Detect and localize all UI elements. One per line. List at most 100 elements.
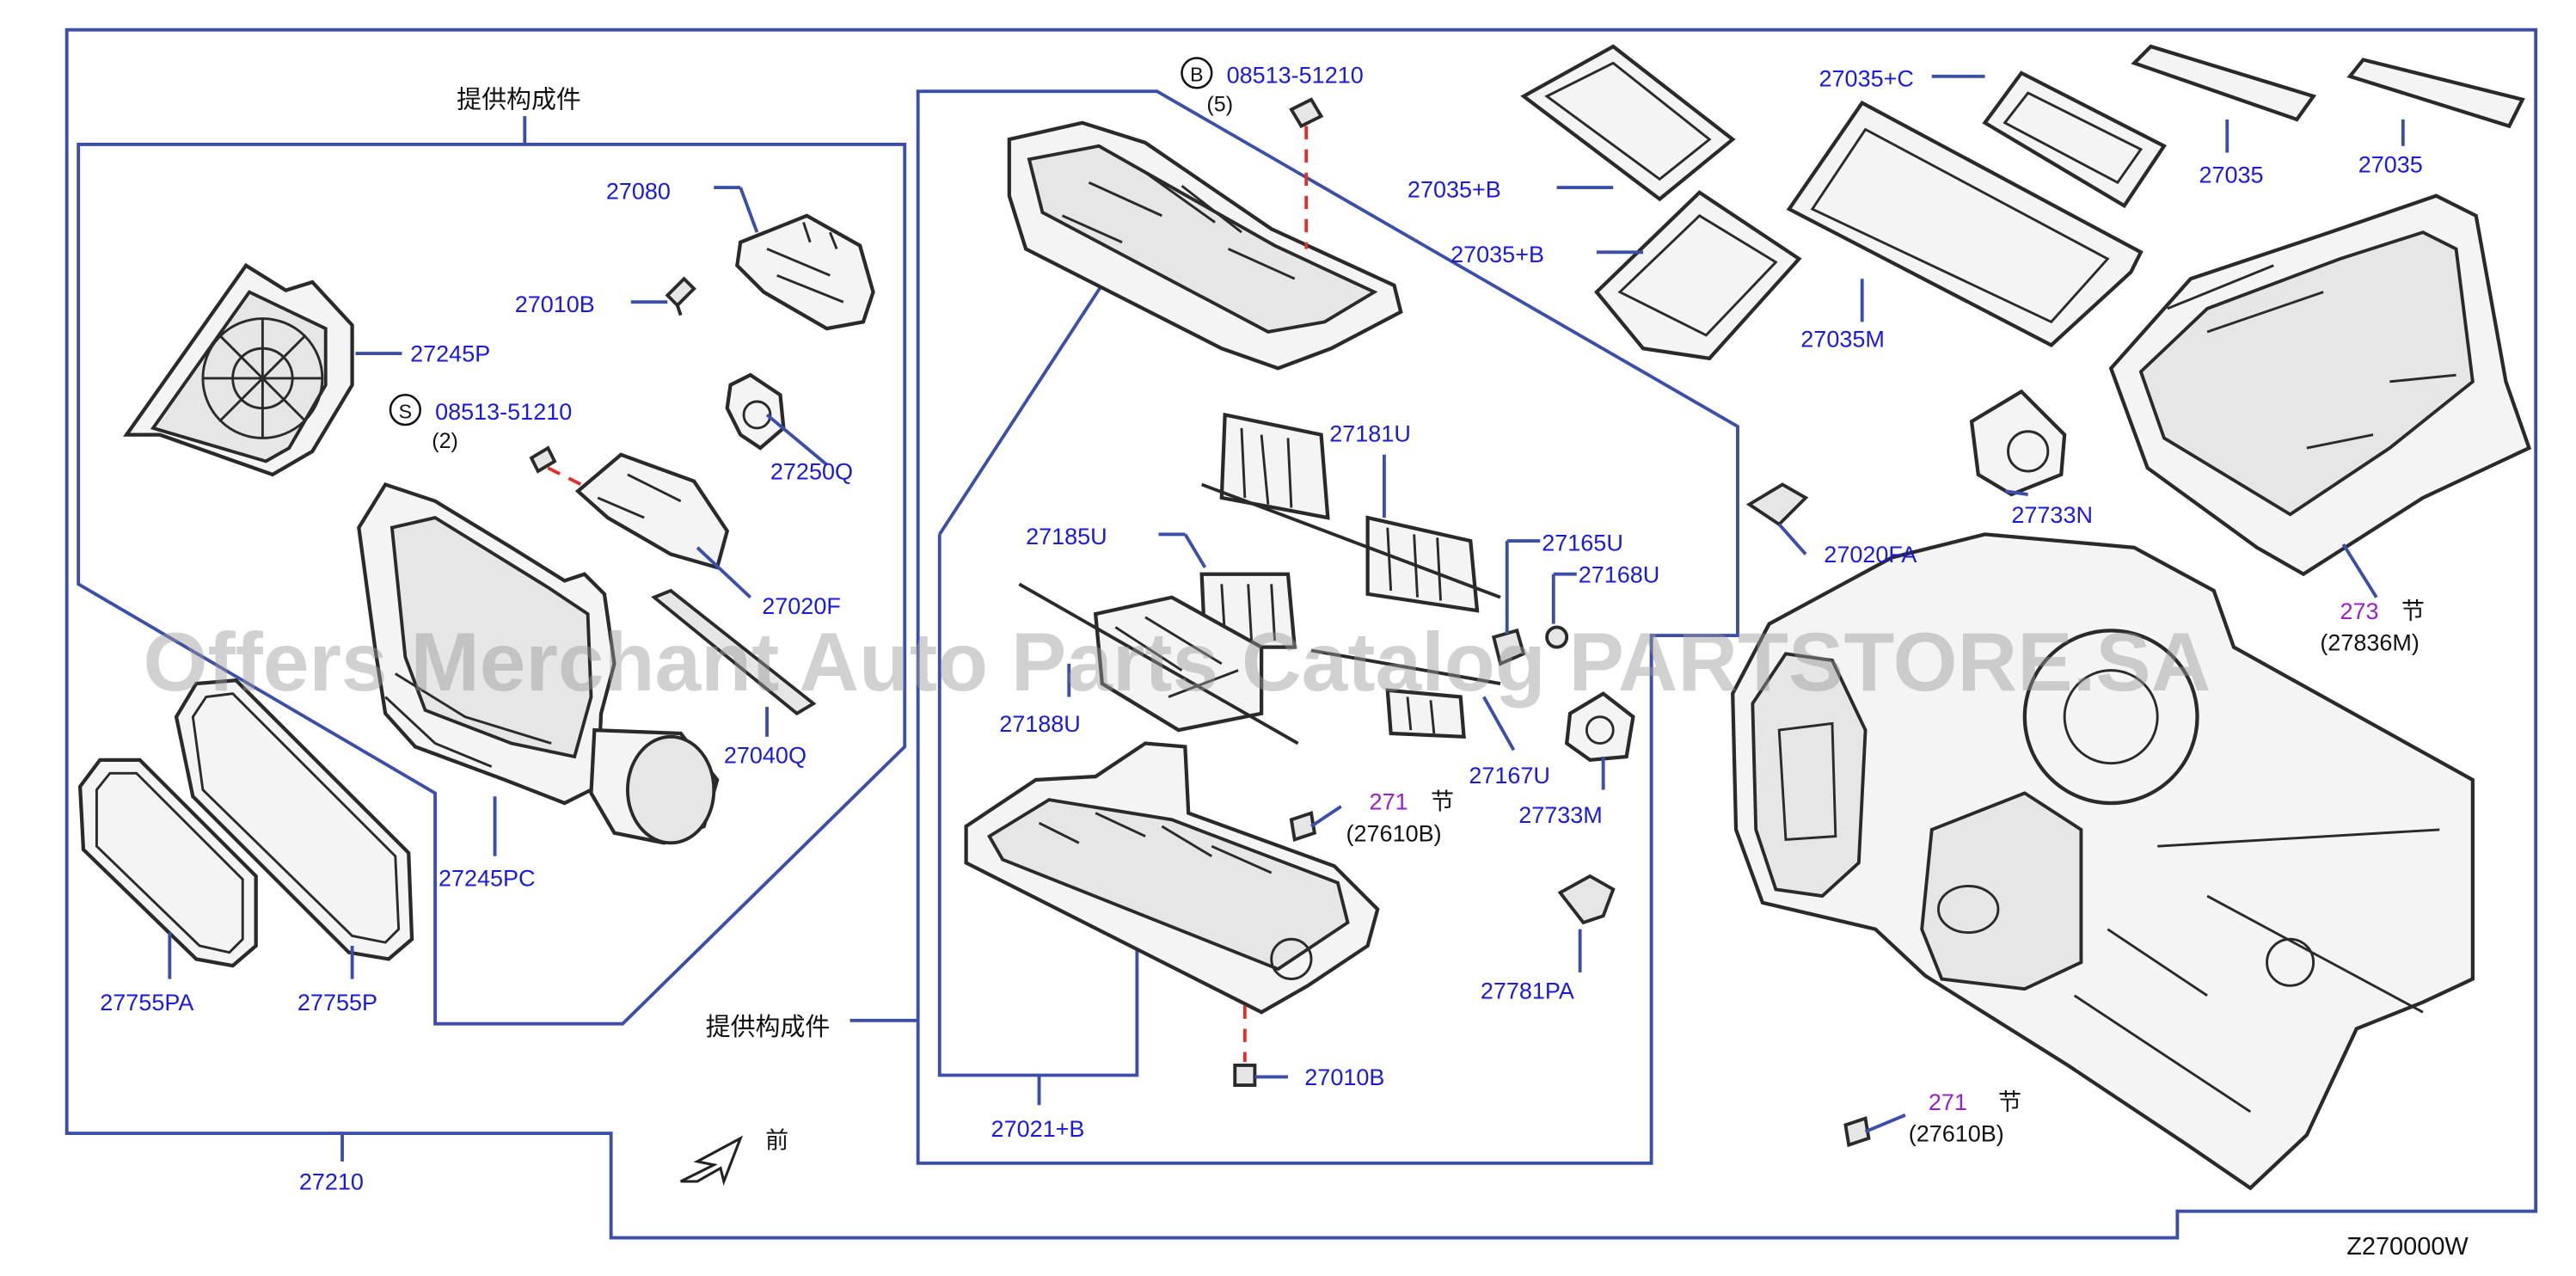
part-27020f-drawing — [574, 452, 730, 570]
label-27010b-bottom: 27010B — [1304, 1064, 1384, 1090]
part-27168u-drawing — [1545, 625, 1569, 649]
seal-27035c-drawing — [1982, 71, 2168, 209]
filter-27755pa-drawing — [77, 758, 258, 968]
label-27040q: 27040Q — [724, 743, 807, 769]
ref-271-center-part: (27610B) — [1346, 820, 1442, 846]
label-27245p: 27245P — [410, 341, 490, 367]
bolt-b-letter: B — [1190, 64, 1203, 86]
label-27168u: 27168U — [1579, 561, 1660, 587]
seal-27035m-drawing — [1786, 100, 2144, 347]
clip-27610b-right-drawing — [1843, 1116, 1871, 1148]
label-27167u: 27167U — [1469, 763, 1550, 788]
ref-273-number: 273 — [2340, 598, 2378, 624]
front-direction-indicator: 前 — [680, 1127, 788, 1187]
left-group-supply-label: 提供构成件 — [457, 86, 581, 113]
seal-27035b-mid-drawing — [1594, 190, 1802, 361]
heater-unit-27210-drawing — [1731, 532, 2475, 1191]
seal-27035-b-drawing — [2346, 58, 2525, 129]
ref-273: 273 节 (27836M) — [2320, 598, 2425, 656]
ref-271-right-part: (27610B) — [1909, 1121, 2004, 1147]
watermark-text: Offers Merchant Auto Parts Catalog PARTS… — [143, 617, 2211, 709]
label-27035-a: 27035 — [2199, 162, 2263, 187]
label-27035b-top: 27035+B — [1408, 177, 1501, 203]
center-subassembly-border — [916, 89, 1739, 1165]
label-27080: 27080 — [606, 179, 671, 205]
right-group-labels: 27035+C 27035 27035 27035+B 27035+B 2703… — [1408, 65, 2423, 567]
label-27733n: 27733N — [2011, 502, 2093, 528]
part-27181u-drawing — [1200, 412, 1501, 613]
part-27245p-drawing — [123, 262, 354, 477]
screw-27010b-top-drawing — [665, 276, 696, 316]
ref-271-right: 271 节 (27610B) — [1909, 1089, 2021, 1147]
part-27080-drawing — [735, 213, 875, 331]
upper-case-drawing — [1007, 120, 1403, 371]
label-27035m: 27035M — [1800, 326, 1885, 352]
bolt-s-part-number: 08513-51210 — [435, 399, 572, 425]
part-27245pc-drawing — [357, 482, 720, 845]
part-27250q-drawing — [725, 372, 786, 451]
ref-271-right-suffix: 节 — [1998, 1089, 2021, 1115]
bolt-s-callout: S 08513-51210 (2) — [389, 394, 572, 453]
part-27733m-drawing — [1564, 691, 1635, 763]
label-27755p: 27755P — [297, 990, 377, 1015]
ref-273-part: (27836M) — [2320, 629, 2420, 655]
clip-27610b-center-drawing — [1289, 811, 1317, 843]
part-27733n-drawing — [1969, 389, 2067, 497]
lower-case-drawing — [964, 741, 1380, 1015]
left-group-labels: 27080 27010B 27245P 27250Q 27020F 27040Q… — [100, 179, 853, 1195]
seal-27035b-top-drawing — [1520, 44, 1736, 202]
front-label: 前 — [765, 1127, 788, 1153]
label-27020f: 27020F — [762, 593, 841, 619]
bolt-b-circle — [1181, 57, 1213, 89]
screw-27010b-bottom-drawing — [1233, 1005, 1257, 1088]
label-27021b: 27021+B — [991, 1116, 1085, 1142]
diagram-code: Z270000W — [2346, 1233, 2469, 1261]
part-27188u-drawing — [1018, 582, 1299, 745]
seal-27035-a-drawing — [2131, 44, 2317, 122]
leader-lines — [168, 74, 2405, 1162]
label-27733m: 27733M — [1518, 802, 1603, 828]
label-27035c: 27035+C — [1819, 65, 1914, 91]
ref-271-center: 271 节 (27610B) — [1346, 789, 1454, 847]
left-subassembly-border — [77, 142, 907, 1026]
bolt-b-part-number: 08513-51210 — [1227, 62, 1364, 88]
label-27781pa: 27781PA — [1481, 978, 1574, 1004]
label-27185u: 27185U — [1026, 524, 1107, 549]
front-arrow-icon — [680, 1135, 744, 1187]
label-27188u: 27188U — [999, 711, 1081, 737]
label-27165u: 27165U — [1542, 531, 1623, 556]
label-27245pc: 27245PC — [439, 866, 536, 892]
part-27020fa-drawing — [1745, 482, 1809, 527]
bolt-s-letter: S — [399, 400, 412, 422]
ref-271-center-suffix: 节 — [1431, 789, 1454, 815]
center-group-supply-label-group: 提供构成件 — [706, 1014, 918, 1041]
bolt-s-quantity: (2) — [432, 429, 458, 453]
part-27165u-drawing — [1491, 628, 1526, 666]
ref-273-suffix: 节 — [2401, 598, 2425, 624]
center-group-labels: 27181U 27185U 27165U 27168U 27188U 27167… — [991, 420, 1660, 1142]
part-27040q-drawing — [651, 588, 817, 716]
bolt-b-callout: B 08513-51210 (5) — [1181, 57, 1364, 116]
bolt-s-drawing — [529, 445, 596, 493]
label-27035b-mid: 27035+B — [1451, 242, 1544, 267]
left-group-supply-label-group: 提供构成件 — [457, 86, 581, 144]
label-27250q: 27250Q — [770, 459, 853, 485]
label-27755pa: 27755PA — [100, 990, 193, 1015]
part-27781pa-drawing — [1557, 874, 1616, 925]
label-27020fa: 27020FA — [1824, 542, 1917, 567]
bolt-s-circle — [389, 394, 421, 426]
part-27167u-drawing — [1310, 648, 1501, 739]
filter-27755p-drawing — [174, 678, 414, 961]
duct-27836m-drawing — [2108, 193, 2532, 577]
label-27010b-top: 27010B — [515, 291, 595, 317]
label-27210: 27210 — [299, 1169, 364, 1195]
outer-assembly-border — [64, 28, 2538, 1240]
label-27035-b: 27035 — [2358, 152, 2423, 178]
ref-271-right-number: 271 — [1929, 1089, 1967, 1115]
label-27181u: 27181U — [1329, 420, 1411, 446]
bolt-b-drawing — [1289, 97, 1324, 249]
ref-271-center-number: 271 — [1370, 789, 1408, 815]
bolt-b-quantity: (5) — [1206, 92, 1233, 116]
center-group-supply-label: 提供构成件 — [706, 1014, 831, 1041]
